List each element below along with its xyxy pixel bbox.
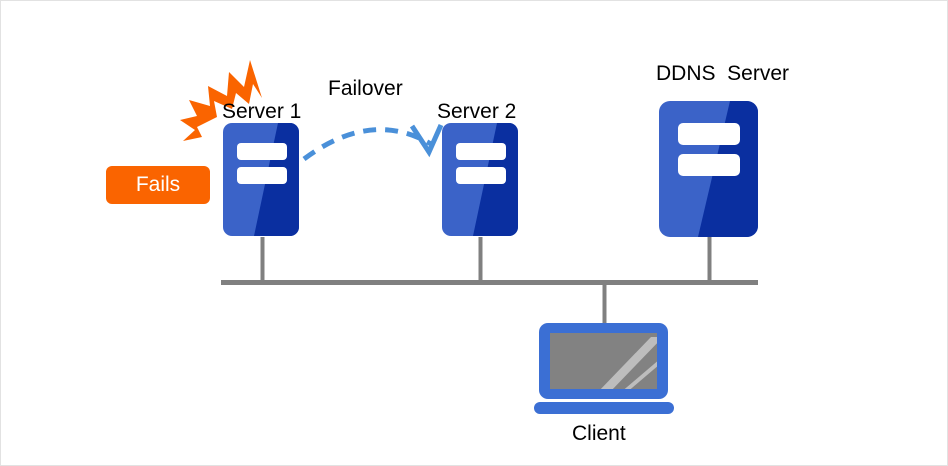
server1-bar-bottom [237, 167, 287, 184]
burst-shape [180, 60, 262, 141]
lightning-burst-icon [180, 60, 262, 141]
client-screen [550, 333, 657, 389]
node-server1[interactable] [223, 123, 299, 236]
failover-arrowhead-icon [409, 123, 444, 158]
node-ddns-server[interactable] [659, 101, 758, 237]
ddns-bar-bottom [678, 154, 740, 176]
failover-arrow-path [302, 127, 433, 162]
fails-badge: Fails [106, 166, 210, 204]
client-base [534, 402, 674, 414]
label-failover: Failover [328, 77, 403, 100]
bus-lines [221, 237, 758, 324]
ddns-bar-top [678, 123, 740, 145]
label-ddns-server: DDNS Server [656, 62, 790, 85]
node-client[interactable] [534, 323, 674, 414]
server2-bar-top [456, 143, 506, 160]
label-client: Client [572, 422, 626, 445]
server1-bar-top [237, 143, 287, 160]
failover-arrow [302, 123, 444, 162]
node-server2[interactable] [442, 123, 518, 236]
label-server1: Server 1 [222, 100, 302, 123]
client-screen-glare [600, 337, 657, 389]
label-server2: Server 2 [437, 100, 517, 123]
server2-bar-bottom [456, 167, 506, 184]
